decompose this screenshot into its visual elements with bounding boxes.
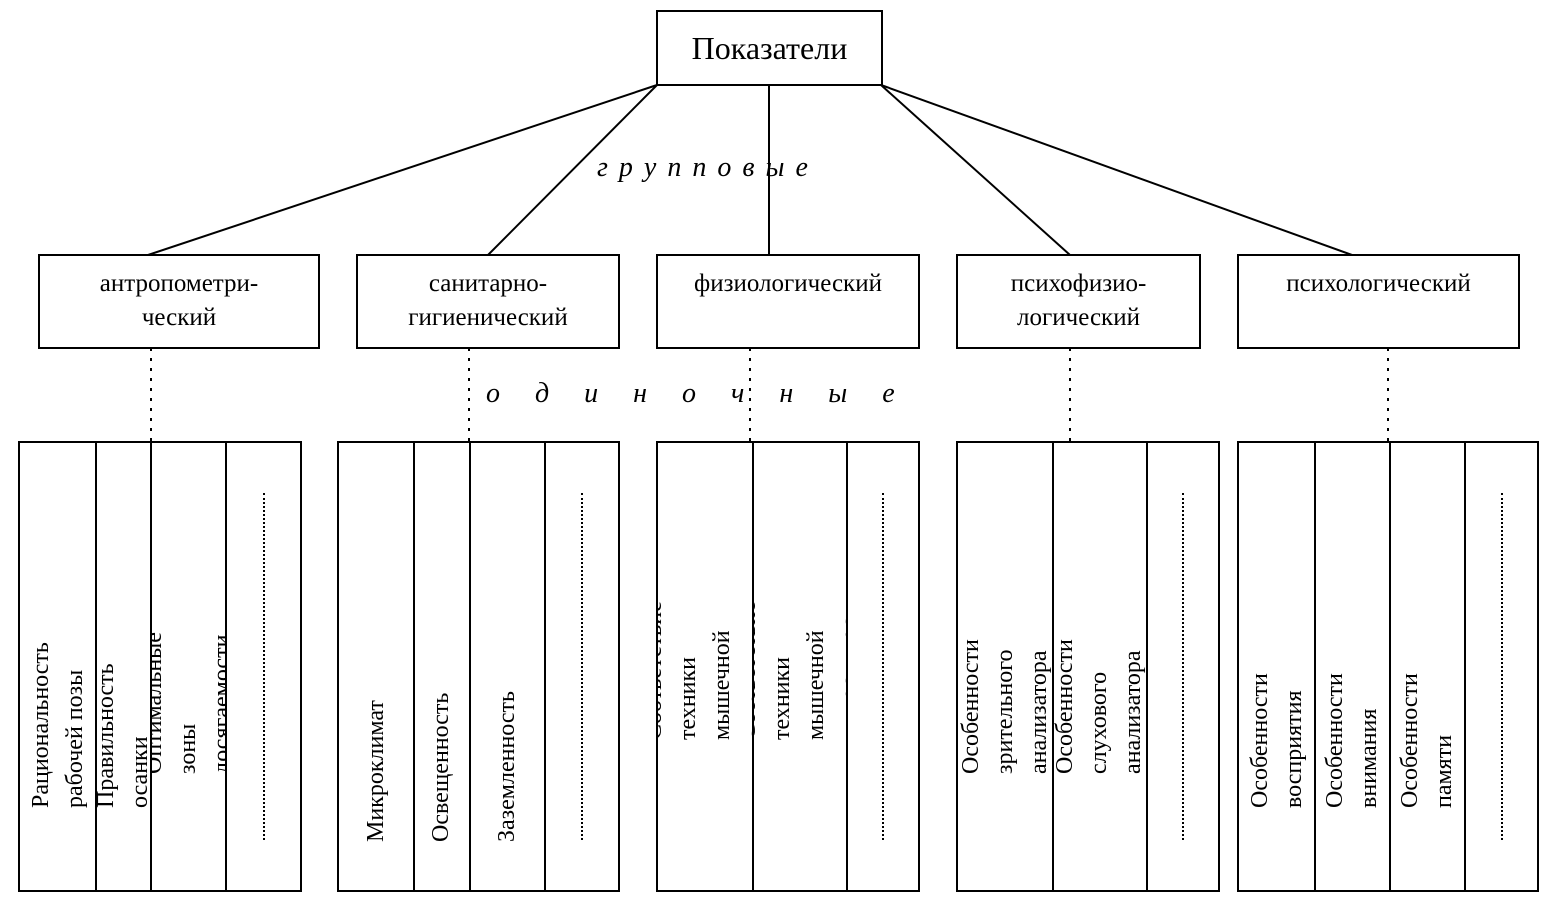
items-block-anthropometric: Рациональность рабочей позы Правильность… xyxy=(18,441,302,892)
item-cell: Заземленность xyxy=(469,443,546,890)
item-label: Особенности памяти xyxy=(1396,673,1457,808)
ellipsis-dots xyxy=(882,493,884,840)
items-block-psychological: Особенности восприятия Особенности внима… xyxy=(1237,441,1539,892)
items-block-psychophysiological: Особенности зрительного анализатора Особ… xyxy=(956,441,1220,892)
item-label: Особенности зрительного анализатора xyxy=(958,639,1052,774)
connector-line xyxy=(487,84,658,256)
item-label: Освещенность xyxy=(428,692,454,842)
ellipsis-dots xyxy=(1500,493,1503,840)
item-cell-ellipsis xyxy=(1146,443,1220,890)
item-label: Заземленность xyxy=(493,691,520,842)
group-box-physiological: физиологический xyxy=(656,254,920,349)
item-cell: Соответствие техники мышечной силе xyxy=(658,443,754,890)
group-label: антропометри- ческий xyxy=(99,270,259,331)
group-box-sanitary: санитарно- гигиенический xyxy=(356,254,620,349)
item-cell: Особенности слухового анализатора xyxy=(1052,443,1148,890)
ellipsis-dots xyxy=(262,493,265,840)
root-box: Показатели xyxy=(656,10,883,86)
connector-line xyxy=(880,84,1071,256)
items-block-physiological: Соответствие техники мышечной силе Соотв… xyxy=(656,441,920,892)
ellipsis-dots xyxy=(1182,493,1184,840)
item-label: Рациональность рабочей позы xyxy=(27,642,88,808)
item-label: Оптимальные зоны досягаемости xyxy=(150,632,227,774)
item-label: Соответствие техники мышечной силе xyxy=(658,601,754,740)
item-cell: Микроклимат xyxy=(339,443,415,890)
connector-line xyxy=(880,84,1353,256)
group-label: психологический xyxy=(1286,270,1471,297)
item-cell-ellipsis xyxy=(846,443,920,890)
item-cell: Особенности зрительного анализатора xyxy=(958,443,1054,890)
item-cell: Оптимальные зоны досягаемости xyxy=(150,443,227,890)
connector-line xyxy=(147,84,658,256)
item-label: Особенности внимания xyxy=(1321,673,1382,808)
item-label: Микроклимат xyxy=(363,700,389,842)
items-block-sanitary: Микроклимат Освещенность Заземленность xyxy=(337,441,620,892)
item-cell: Правильность осанки xyxy=(95,443,152,890)
item-label: Особенности восприятия xyxy=(1246,673,1307,808)
item-cell: Рациональность рабочей позы xyxy=(20,443,97,890)
group-label: физиологический xyxy=(694,270,882,297)
ellipsis-dots xyxy=(581,493,583,840)
group-indicators-label: г р у п п о в ы е xyxy=(597,152,810,183)
item-cell: Особенности внимания xyxy=(1314,443,1391,890)
group-box-psychological: психологический xyxy=(1237,254,1520,349)
item-label: Правильность осанки xyxy=(95,663,152,808)
item-cell-ellipsis xyxy=(1464,443,1539,890)
item-cell: Соответствие техники мышечной выносливос… xyxy=(752,443,848,890)
group-label: психофизио- логический xyxy=(1010,270,1147,331)
item-cell: Особенности памяти xyxy=(1389,443,1466,890)
root-label: Показатели xyxy=(691,29,848,66)
item-cell: Освещенность xyxy=(413,443,471,890)
item-cell-ellipsis xyxy=(544,443,620,890)
item-cell: Особенности восприятия xyxy=(1239,443,1316,890)
group-box-psychophysiological: психофизио- логический xyxy=(956,254,1201,349)
item-cell-ellipsis xyxy=(225,443,302,890)
item-label: Особенности слухового анализатора xyxy=(1052,639,1146,774)
single-indicators-label: о д и н о ч н ы е xyxy=(486,378,905,409)
group-box-anthropometric: антропометри- ческий xyxy=(38,254,320,349)
group-label: санитарно- гигиенический xyxy=(408,270,568,331)
item-label: Соответствие техники мышечной выносливос… xyxy=(752,593,848,740)
